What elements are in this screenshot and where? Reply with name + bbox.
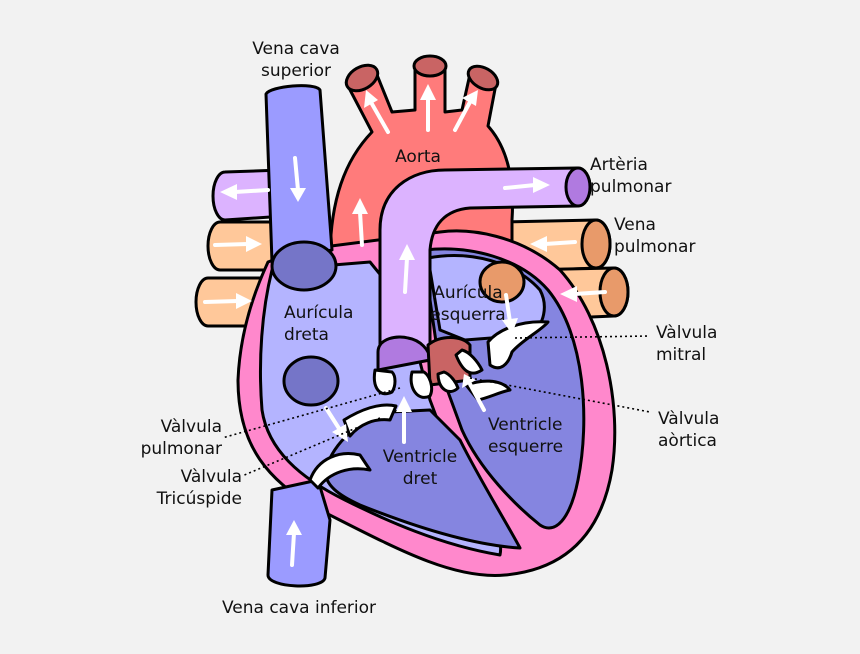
valves — [308, 320, 550, 490]
label-line: pulmonar — [614, 237, 695, 257]
leader-lines — [221, 335, 651, 477]
label-line: Aurícula — [433, 283, 502, 303]
label-line: superior — [261, 61, 331, 81]
label-line: dreta — [284, 325, 329, 345]
label-line: Vena cava inferior — [222, 598, 376, 618]
label-line: mitral — [656, 345, 706, 365]
label-line: Vàlvula — [656, 323, 717, 343]
label-line: Tricúspide — [156, 489, 242, 509]
label-line: esquerre — [488, 437, 563, 457]
label-line: Vàlvula — [181, 467, 242, 487]
label-line: pulmonar — [141, 439, 222, 459]
label-line: Vàlvula — [658, 409, 719, 429]
label-line: esquerra — [430, 305, 505, 325]
label-line: aòrtica — [658, 431, 717, 451]
label-line: Artèria — [590, 155, 648, 175]
label-line: Vena cava — [252, 39, 340, 59]
label-line: Vàlvula — [161, 417, 222, 437]
label-line: Aurícula — [284, 303, 353, 323]
label-line: Ventricle — [383, 447, 457, 467]
flow-arrows — [203, 84, 607, 567]
label-line: Vena — [614, 215, 656, 235]
label-line: Aorta — [395, 147, 441, 167]
label-line: dret — [403, 469, 438, 489]
pulmonary-vein-opening — [478, 260, 526, 304]
label-line: pulmonar — [590, 177, 671, 197]
label-vena-cava-inferior: Vena cava inferior — [222, 598, 376, 618]
label-line: Ventricle — [488, 415, 562, 435]
label-aorta: Aorta — [395, 147, 441, 167]
